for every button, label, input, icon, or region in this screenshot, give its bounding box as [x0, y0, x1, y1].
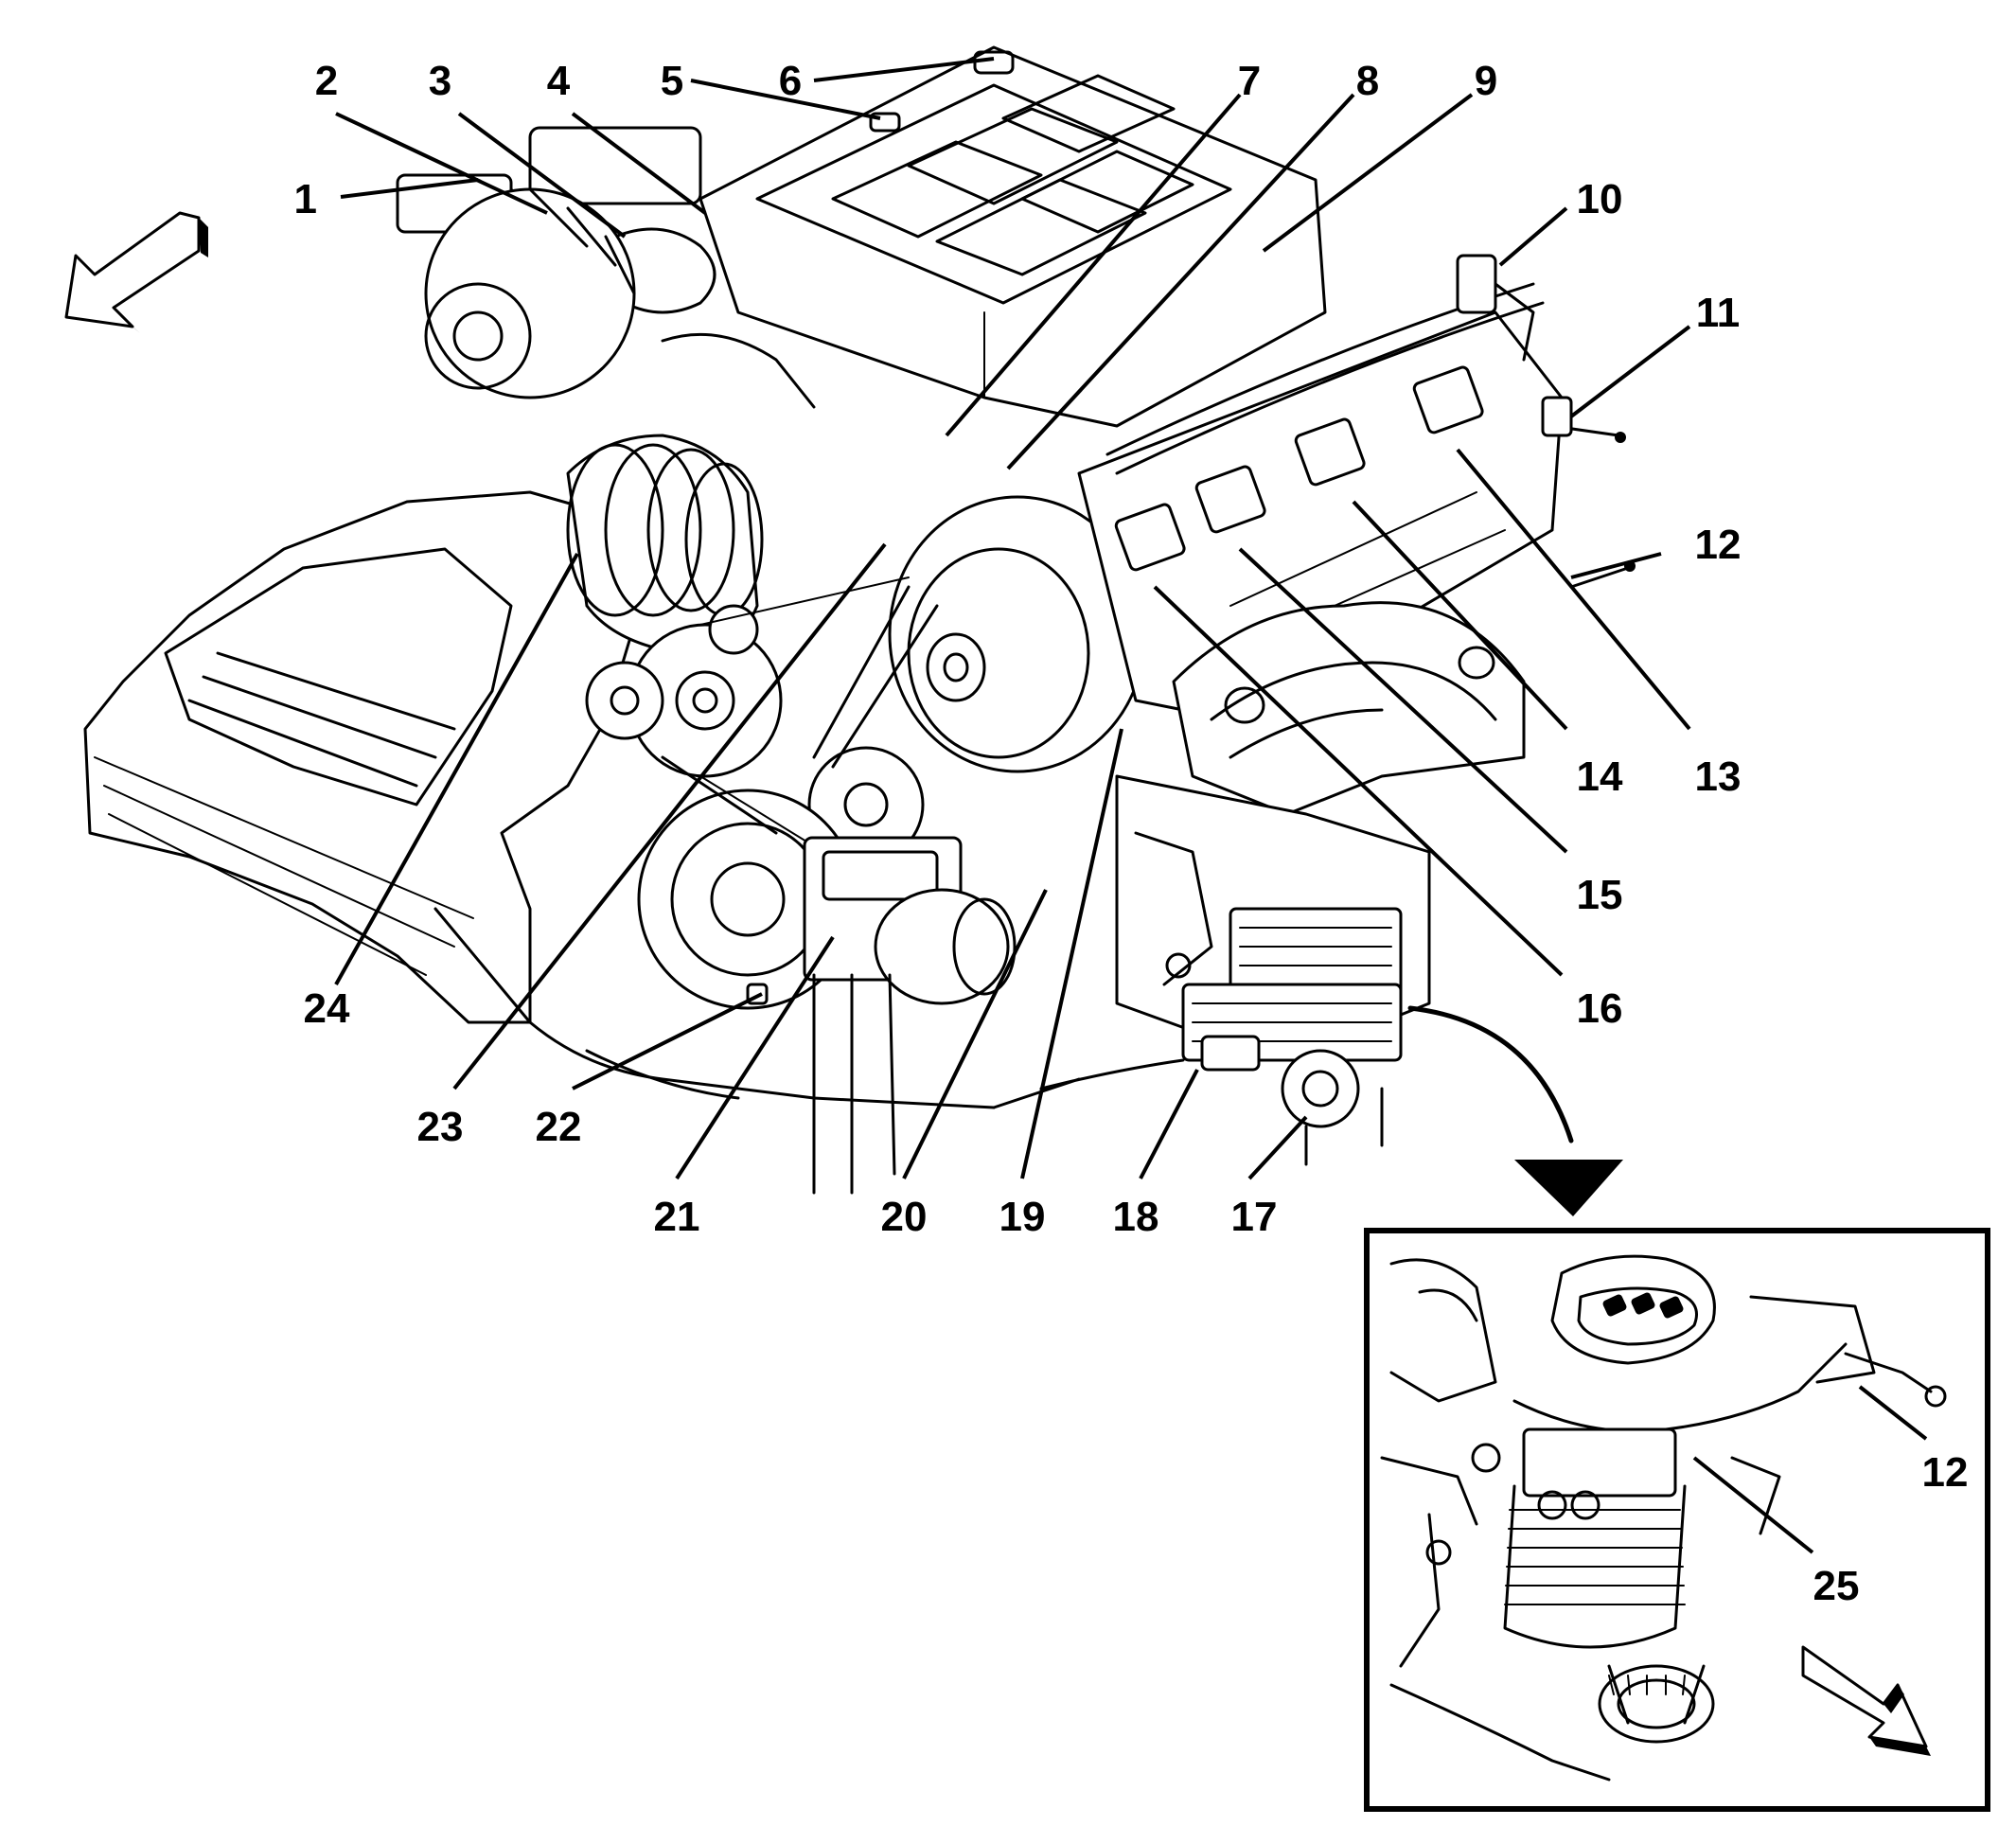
callout-17: 17 — [1231, 1194, 1278, 1240]
exhaust-manifold — [1172, 601, 1526, 816]
lower-front-bracket — [746, 836, 1017, 1176]
intake-manifold-cover — [699, 45, 1327, 428]
inset-detail — [1364, 1228, 1990, 1812]
view-direction-arrow-icon — [1801, 1645, 1931, 1756]
callout-9: 9 — [1475, 58, 1497, 104]
callout-1: 1 — [294, 176, 317, 222]
callout-10: 10 — [1577, 176, 1623, 222]
callout-21: 21 — [654, 1194, 700, 1240]
callout-labels: 1 2 3 4 5 6 7 8 9 10 11 12 13 14 15 16 1… — [294, 58, 1969, 1609]
callout-2: 2 — [315, 58, 338, 104]
callout-3: 3 — [429, 58, 451, 104]
callout-18: 18 — [1113, 1194, 1159, 1240]
callout-6: 6 — [779, 58, 802, 104]
alternator — [424, 187, 636, 399]
water-pump-pulley — [888, 495, 1147, 773]
callout-20: 20 — [881, 1194, 928, 1240]
air-intake-duct — [83, 490, 664, 1024]
callout-4: 4 — [547, 58, 571, 104]
callout-7: 7 — [1238, 58, 1261, 104]
subframe — [528, 1020, 996, 1195]
callout-8: 8 — [1356, 58, 1379, 104]
callout-12: 12 — [1695, 522, 1742, 568]
callout-5: 5 — [661, 58, 683, 104]
callout-23: 23 — [417, 1104, 464, 1150]
right-side-hardware — [1456, 254, 1636, 589]
inset-callout-25: 25 — [1813, 1563, 1860, 1609]
curved-arrow-icon — [1407, 1005, 1623, 1216]
engine-illustration — [83, 45, 1636, 1195]
callout-15: 15 — [1577, 872, 1623, 918]
ignition-coil-bank — [1077, 282, 1564, 721]
callout-14: 14 — [1577, 753, 1623, 800]
throttle-body-elbow — [566, 434, 764, 655]
view-direction-arrow-icon — [64, 211, 208, 333]
callout-24: 24 — [304, 985, 350, 1032]
accessory-drive — [585, 576, 939, 1010]
callout-13: 13 — [1695, 753, 1742, 800]
callout-16: 16 — [1577, 985, 1623, 1032]
oil-filter-area — [992, 983, 1403, 1166]
inset-illustration — [1380, 1254, 1947, 1782]
inset-callout-12: 12 — [1922, 1449, 1969, 1496]
callout-22: 22 — [536, 1104, 582, 1150]
leader-lines — [334, 57, 1928, 1554]
callout-19: 19 — [999, 1194, 1046, 1240]
callout-11: 11 — [1696, 290, 1741, 336]
